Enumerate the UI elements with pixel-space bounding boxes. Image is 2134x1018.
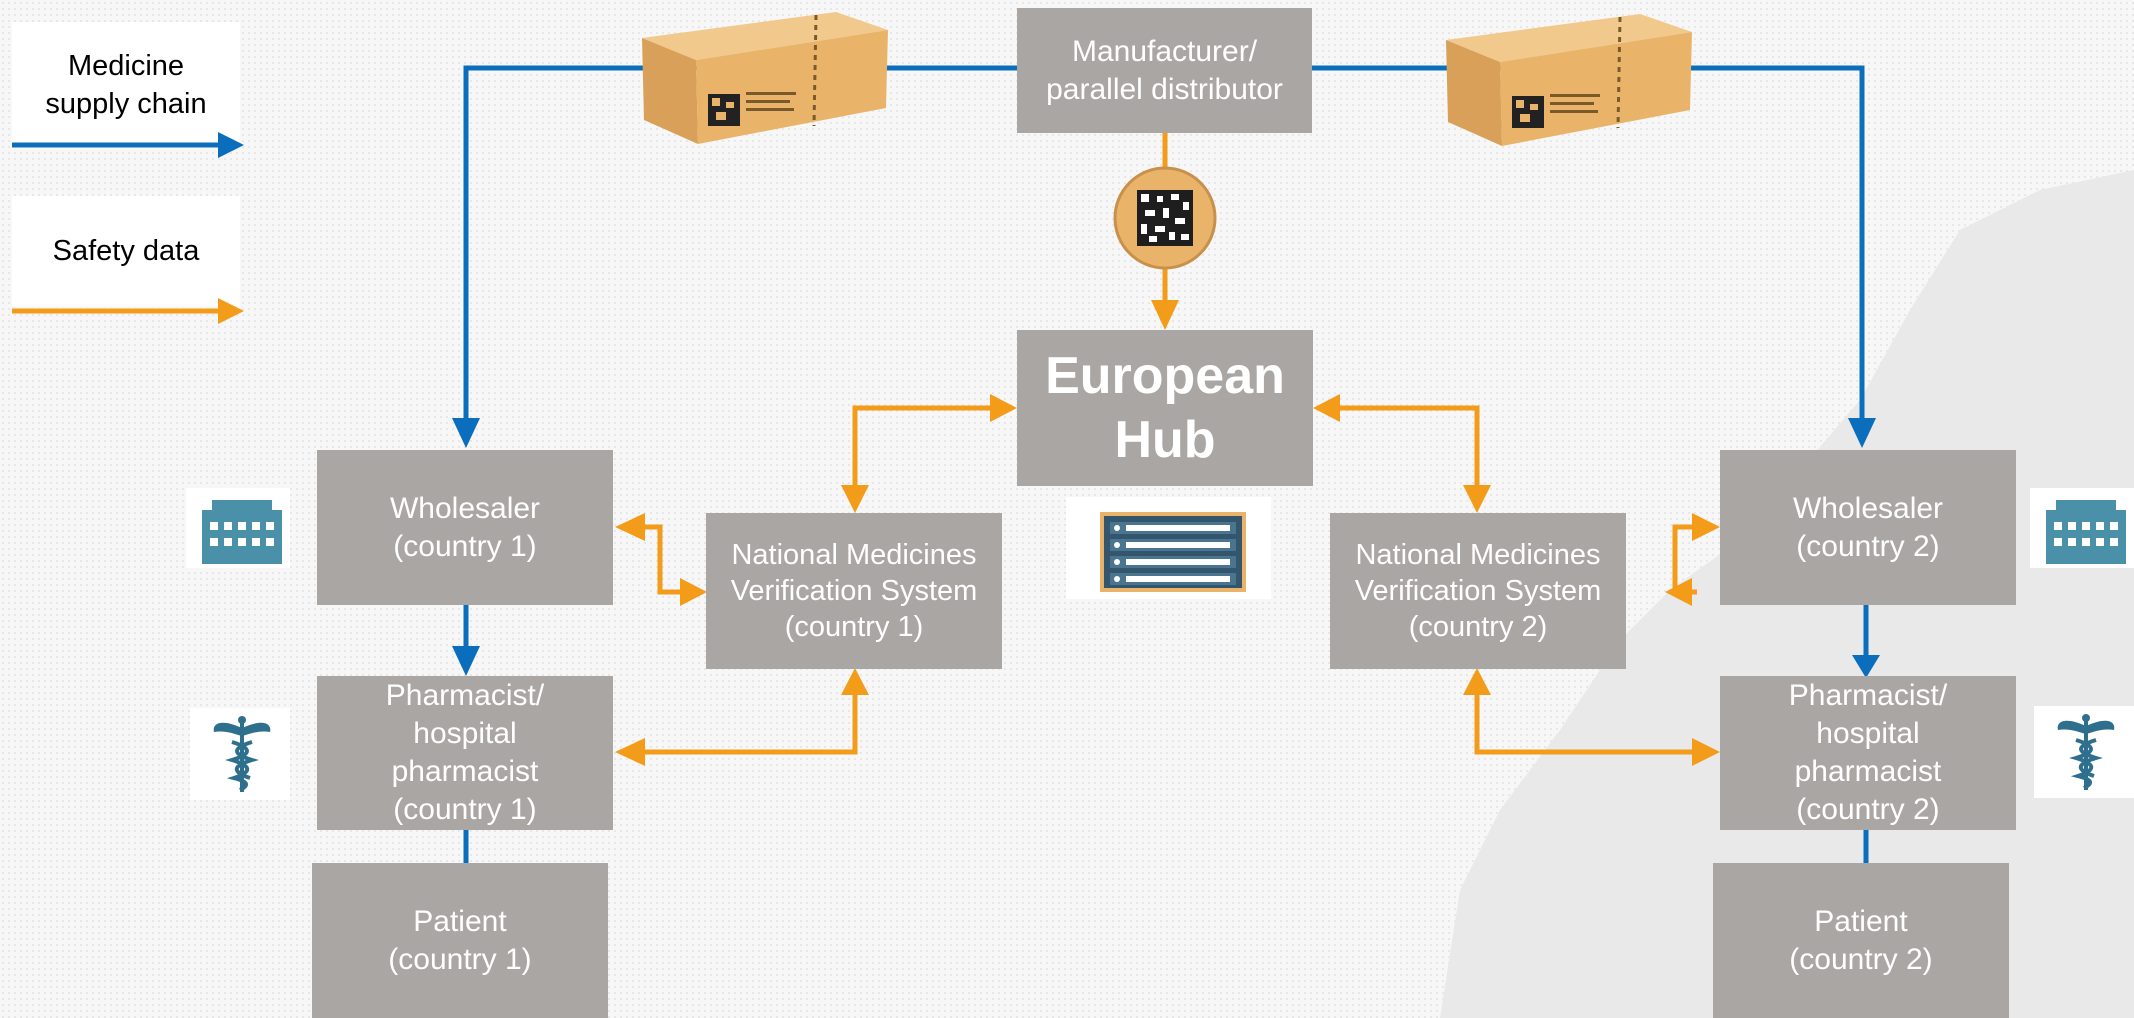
node-manufacturer-label: Manufacturer/ parallel distributor	[1046, 34, 1283, 106]
safety-line-hub-to-nmvs-1	[852, 405, 1000, 490]
node-pharmacist-country-1: Pharmacist/ hospital pharmacist (country…	[317, 676, 613, 830]
node-patient-country-1: Patient (country 1)	[312, 863, 608, 1018]
legend-supply-chain-label: Medicine supply chain	[45, 50, 207, 120]
node-wholesaler-country-1: Wholesaler (country 1)	[317, 450, 613, 605]
node-nmvs-country-1-label: National Medicines Verification System (…	[730, 539, 978, 643]
node-nmvs-country-2-label: National Medicines Verification System (…	[1354, 539, 1602, 643]
node-patient-country-2-label: Patient (country 2)	[1789, 904, 1933, 976]
legend-supply-chain-arrow	[12, 132, 244, 158]
medicine-package-icon	[1446, 14, 1692, 146]
node-patient-country-1-label: Patient (country 1)	[388, 904, 532, 976]
caduceus-icon	[2057, 714, 2115, 790]
node-pharmacist-country-2-label: Pharmacist/ hospital pharmacist (country…	[1788, 679, 1948, 826]
node-nmvs-country-1: National Medicines Verification System (…	[706, 513, 1002, 669]
node-wholesaler-country-2: Wholesaler (country 2)	[1720, 450, 2016, 605]
safety-data-arrowheads	[615, 300, 1720, 766]
building-icon	[2046, 500, 2126, 564]
node-european-hub: European Hub	[1017, 330, 1313, 486]
building-icon	[202, 500, 282, 564]
node-pharmacist-country-1-label: Pharmacist/ hospital pharmacist (country…	[385, 679, 545, 826]
safety-line-hub-to-nmvs-2	[1330, 405, 1480, 490]
datamatrix-code-icon	[1113, 166, 1217, 270]
safety-line-pharmacist-2-to-nmvs-2	[1474, 690, 1698, 755]
node-pharmacist-country-2: Pharmacist/ hospital pharmacist (country…	[1720, 676, 2016, 830]
safety-line-wholesaler-1-to-nmvs-1	[640, 524, 685, 595]
node-wholesaler-country-1-label: Wholesaler (country 1)	[389, 491, 541, 563]
legend-safety-data-card: Safety data	[12, 196, 240, 306]
server-icon	[1100, 512, 1246, 592]
node-manufacturer: Manufacturer/ parallel distributor	[1017, 8, 1312, 133]
node-patient-country-2: Patient (country 2)	[1713, 863, 2009, 1018]
node-european-hub-label: European Hub	[1045, 347, 1285, 469]
supply-chain-arrowheads	[452, 418, 1880, 904]
node-nmvs-country-2: National Medicines Verification System (…	[1330, 513, 1626, 669]
safety-line-pharmacist-1-to-nmvs-1	[640, 690, 858, 755]
legend-supply-chain-card: Medicine supply chain	[12, 22, 240, 148]
caduceus-icon	[213, 716, 271, 792]
node-wholesaler-country-2-label: Wholesaler (country 2)	[1792, 491, 1944, 563]
legend-safety-data-arrow	[12, 298, 244, 324]
medicine-package-icon	[642, 12, 888, 144]
legend-safety-data-label: Safety data	[52, 235, 200, 267]
